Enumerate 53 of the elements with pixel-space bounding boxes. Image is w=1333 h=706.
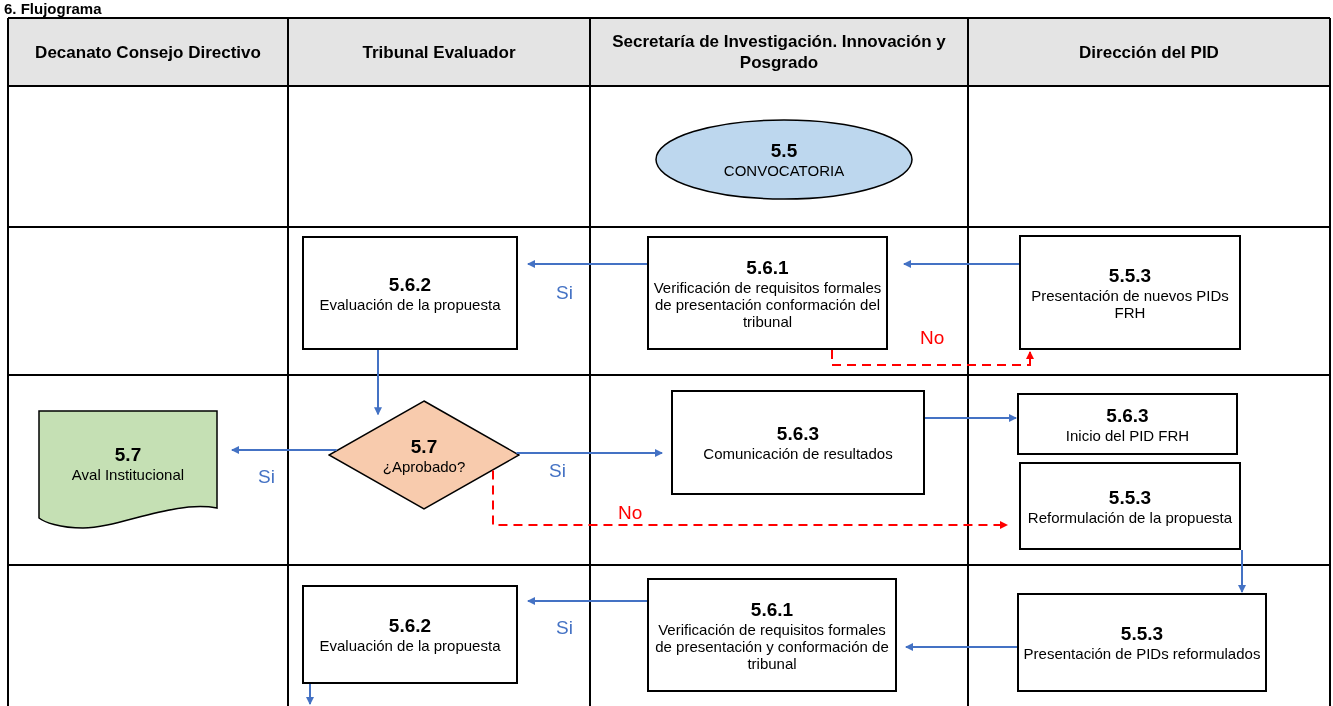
arrow — [1238, 549, 1246, 593]
title: 6. Flujograma — [4, 0, 102, 18]
arrow — [527, 597, 648, 605]
process-box — [671, 390, 925, 495]
column-header: Tribunal Evaluador — [361, 41, 517, 64]
step-label: Comunicación de resultados — [702, 445, 894, 462]
process-box — [647, 236, 888, 350]
step-label: Reformulación de la propuesta — [1026, 508, 1234, 526]
process-box — [647, 578, 897, 692]
arrow — [306, 683, 314, 705]
arrow — [924, 414, 1017, 422]
step-label: Presentación de nuevos PIDs FRH — [1030, 286, 1230, 321]
step-label: CONVOCATORIA — [722, 162, 846, 179]
step-label: Presentación de PIDs reformulados — [1022, 645, 1262, 662]
arrow — [527, 260, 648, 268]
step-number: 5.5.3 — [1119, 623, 1165, 645]
start-oval — [655, 119, 913, 200]
step-number: 5.5.3 — [1107, 264, 1153, 287]
arrow — [515, 449, 663, 457]
step-label: ¿Aprobado? — [381, 457, 467, 475]
step-label: Evaluación de la propuesta — [318, 295, 502, 313]
step-number: 5.6.3 — [775, 423, 821, 445]
step-label: Aval Institucional — [70, 465, 186, 483]
document-shape — [38, 410, 218, 530]
process-box — [1017, 593, 1267, 692]
step-label: Evaluación de la propuesta — [318, 637, 502, 654]
column-header: Secretaría de Investigación. Innovación y Posgrado — [611, 31, 947, 74]
step-number: 5.6.1 — [745, 256, 790, 279]
step-number: 5.5 — [769, 140, 799, 162]
arrow — [231, 446, 338, 454]
process-box — [302, 585, 518, 684]
step-number: 5.5.3 — [1107, 486, 1153, 509]
dashed-arrow — [492, 469, 1008, 529]
column-header: Decanato Consejo Directivo — [34, 41, 262, 64]
arrow — [374, 349, 382, 416]
dashed-arrow — [831, 349, 1034, 366]
step-number: 5.6.3 — [1105, 404, 1150, 427]
step-number: 5.6.2 — [387, 615, 433, 637]
process-box — [1019, 235, 1241, 350]
step-number: 5.6.2 — [387, 273, 433, 296]
column-header: Dirección del PID — [1078, 41, 1220, 64]
step-number: 5.6.1 — [749, 598, 795, 621]
step-number: 5.7 — [409, 435, 439, 458]
decision-diamond — [328, 400, 520, 510]
arrow — [903, 260, 1020, 268]
step-label: Verificación de requisitos formales de presentación conformación del tribunal — [652, 278, 883, 330]
step-number: 5.7 — [113, 443, 143, 466]
step-label: Inicio del PID FRH — [1064, 426, 1191, 444]
arrow — [905, 643, 1018, 651]
process-box — [302, 236, 518, 350]
step-label: Verificación de requisitos formales de presentación y conformación de tribunal — [654, 620, 890, 672]
process-box — [1019, 462, 1241, 550]
process-box — [1017, 393, 1238, 455]
